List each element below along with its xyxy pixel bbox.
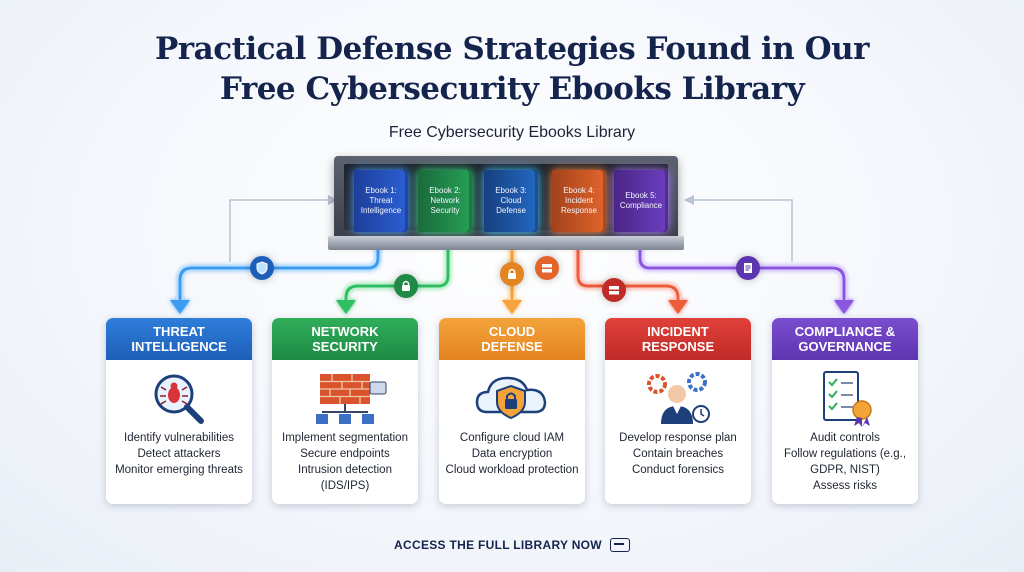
card-title: NETWORK <box>311 324 379 339</box>
book-label: Compliance <box>619 201 663 210</box>
list-item: Configure cloud IAM <box>459 432 565 444</box>
ebook-compliance[interactable]: Ebook 5:Compliance <box>614 170 668 232</box>
checklist-badge-icon <box>772 368 918 430</box>
card-title: THREAT <box>153 324 205 339</box>
card-header: COMPLIANCE &GOVERNANCE <box>772 318 918 360</box>
list-item: Detect attackers <box>137 448 221 460</box>
book-label: Ebook 2: <box>429 186 461 195</box>
card-title: RESPONSE <box>641 339 715 354</box>
book-label: Incident <box>564 196 594 205</box>
book-label: Cloud <box>500 196 522 205</box>
page-title-line-2: Free Cybersecurity Ebooks Library <box>219 71 805 107</box>
list-item: Contain breaches <box>632 448 724 460</box>
document-icon <box>736 256 760 280</box>
flow-threat-intelligence <box>170 238 382 314</box>
cta-label: ACCESS THE FULL LIBRARY NOW <box>394 538 602 552</box>
book-label: Intelligence <box>360 206 402 215</box>
card-title: SECURITY <box>312 339 378 354</box>
server-icon <box>535 256 559 280</box>
ticket-icon <box>609 538 630 552</box>
book-label: Network <box>430 196 460 205</box>
lock-icon <box>394 274 418 298</box>
card-items: Identify vulnerabilities Detect attacker… <box>106 430 252 478</box>
card-items: Develop response plan Contain breaches C… <box>605 430 751 478</box>
list-item: Monitor emerging threats <box>115 464 243 476</box>
book-label: Ebook 4: <box>563 186 595 195</box>
shield-icon <box>250 256 274 280</box>
list-item: Intrusion detection (IDS/IPS) <box>298 464 392 492</box>
card-compliance-governance[interactable]: COMPLIANCE &GOVERNANCE Audit controls Fo… <box>772 318 918 504</box>
card-items: Implement segmentation Secure endpoints … <box>272 430 418 494</box>
library-title: Free Cybersecurity Ebooks Library <box>388 124 636 141</box>
page-title-line-1: Practical Defense Strategies Found in Ou… <box>154 31 870 67</box>
list-item: Follow regulations (e.g., GDPR, NIST) <box>783 448 907 476</box>
book-label: Security <box>430 206 460 215</box>
bug-magnifier-icon <box>106 368 252 430</box>
responder-gears-icon <box>605 368 751 430</box>
shelf-base <box>328 236 684 250</box>
card-title: COMPLIANCE & <box>794 324 896 339</box>
loop-line-left <box>229 199 328 262</box>
list-item: Data encryption <box>471 448 553 460</box>
book-label: Defense <box>496 206 526 215</box>
card-title: DEFENSE <box>481 339 543 354</box>
list-item: Identify vulnerabilities <box>124 432 234 444</box>
list-item: Implement segmentation <box>282 432 408 444</box>
book-label: Ebook 3: <box>495 186 527 195</box>
firewall-network-icon <box>272 368 418 430</box>
book-label: Ebook 5: <box>625 191 657 200</box>
server-icon <box>602 278 626 302</box>
list-item: Cloud workload protection <box>445 464 579 476</box>
loop-line-right <box>694 199 793 262</box>
list-item: Develop response plan <box>619 432 737 444</box>
card-items: Configure cloud IAM Data encryption Clou… <box>439 430 585 478</box>
card-title: CLOUD <box>488 324 536 339</box>
flow-incident-response <box>574 238 688 314</box>
card-title: INCIDENT <box>647 324 709 339</box>
access-library-link[interactable]: ACCESS THE FULL LIBRARY NOW <box>0 538 1024 552</box>
list-item: Assess risks <box>813 480 877 492</box>
card-title: GOVERNANCE <box>798 339 892 354</box>
card-items: Audit controls Follow regulations (e.g.,… <box>772 430 918 494</box>
book-label: Response <box>560 206 598 215</box>
loop-arrow-left <box>328 195 338 205</box>
book-label: Ebook 1: <box>365 186 397 195</box>
list-item: Audit controls <box>810 432 880 444</box>
list-item: Conduct forensics <box>631 464 725 476</box>
lock-icon <box>500 262 524 286</box>
cloud-lock-icon <box>439 368 585 430</box>
list-item: Secure endpoints <box>300 448 390 460</box>
book-label: Threat <box>369 196 393 205</box>
loop-arrow-right <box>684 195 694 205</box>
card-title: INTELLIGENCE <box>131 339 227 354</box>
